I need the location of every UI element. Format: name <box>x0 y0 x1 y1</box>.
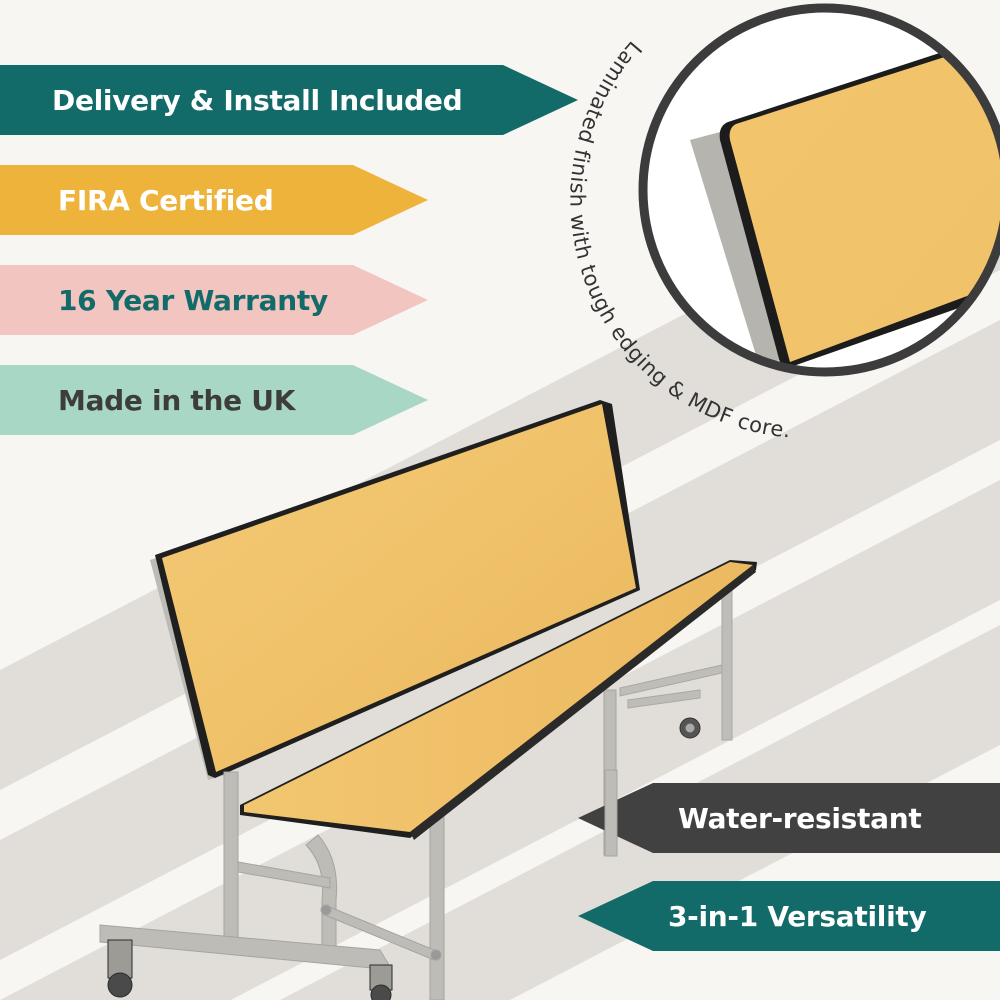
svg-text:Laminated finish with tough ed: Laminated finish with tough edging & MDF… <box>565 37 791 443</box>
banner-label: 16 Year Warranty <box>58 283 328 317</box>
banner-label: 3-in-1 Versatility <box>668 899 927 933</box>
seat-panel <box>240 560 757 840</box>
banner-label: Water-resistant <box>678 801 922 835</box>
banner-3-in-1-versatility: 3-in-1 Versatility <box>578 881 1000 951</box>
banner-label: Made in the UK <box>58 383 296 417</box>
banner-delivery-install: Delivery & Install Included <box>0 65 578 135</box>
banner-made-in-uk: Made in the UK <box>0 365 428 435</box>
banner-label: Delivery & Install Included <box>52 83 463 117</box>
banner-label: FIRA Certified <box>58 183 274 217</box>
banner-warranty: 16 Year Warranty <box>0 265 428 335</box>
detail-caption: Laminated finish with tough edging & MDF… <box>565 37 791 443</box>
backrest-panel <box>155 400 640 778</box>
banner-fira-certified: FIRA Certified <box>0 165 428 235</box>
casters <box>107 939 393 1000</box>
banner-water-resistant: Water-resistant <box>578 783 1000 853</box>
laminate-edge-closeup <box>690 30 1000 368</box>
